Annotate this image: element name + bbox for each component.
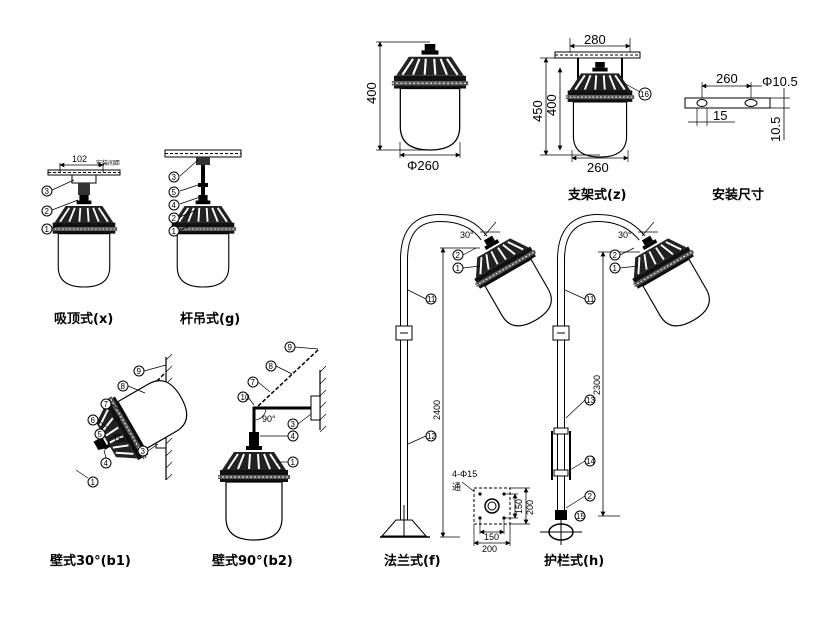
svg-text:2: 2 (456, 251, 461, 260)
view-mounting-dimensions: 260 Φ10.5 15 10.5 (684, 71, 798, 142)
svg-text:7: 7 (251, 378, 256, 387)
svg-text:13: 13 (586, 396, 595, 405)
b2-angle-dim: 90° (262, 414, 276, 424)
svg-text:2: 2 (613, 251, 618, 260)
z-height-400: 400 (544, 94, 559, 116)
view-wall-90: 90° 9 8 7 10 3 4 1 (217, 341, 327, 541)
svg-text:16: 16 (640, 90, 649, 99)
svg-text:1: 1 (613, 264, 618, 273)
svg-text:1: 1 (45, 225, 50, 234)
caption-h: 护栏式(h) (544, 553, 604, 569)
svg-text:1: 1 (291, 458, 296, 467)
x-balloons: 3 2 1 (41, 185, 53, 235)
view-guardrail-pole: 30° 2300 2 1 11 13 14 2 15 (540, 213, 725, 545)
caption-z: 支架式(z) (567, 187, 626, 203)
mount-span-dim: 260 (716, 71, 738, 86)
svg-text:6: 6 (91, 416, 96, 425)
svg-text:7: 7 (104, 400, 109, 409)
base-outer-v: 200 (525, 500, 535, 515)
h-angle-dim: 30° (618, 230, 632, 240)
svg-text:3: 3 (291, 420, 296, 429)
h-balloons: 2 1 11 13 14 2 15 (564, 247, 639, 522)
caption-g: 杆吊式(g) (180, 311, 240, 327)
base-outer-h: 200 (482, 544, 497, 554)
g-balloons: 3 5 4 2 1 (168, 171, 180, 237)
mount-right-dim: 10.5 (768, 117, 783, 142)
view-bracket-mount: 280 16 450 400 260 (530, 32, 652, 175)
caption-b2: 壁式90°(b2) (212, 553, 293, 569)
svg-text:2: 2 (172, 214, 177, 223)
svg-text:9: 9 (137, 367, 142, 376)
svg-text:3: 3 (172, 173, 177, 182)
svg-text:2: 2 (45, 207, 50, 216)
b1-angle-dim: 150° (113, 434, 132, 444)
view-wall-30: 150° 9 8 7 6 5 4 3 1 (75, 353, 200, 488)
b2-balloons: 9 8 7 10 3 4 1 (237, 341, 319, 468)
svg-text:4: 4 (172, 201, 177, 210)
view-base-plate: 4-Φ15 通 150 200 150 200 (452, 469, 535, 554)
caption-f: 法兰式(f) (384, 553, 441, 569)
svg-text:8: 8 (121, 382, 126, 391)
svg-text:3: 3 (45, 187, 50, 196)
front-diameter-dim: Φ260 (407, 158, 439, 173)
h-height-dim: 2300 (592, 375, 602, 395)
z-height-450: 450 (530, 100, 545, 122)
z-balloons: 16 (638, 87, 652, 101)
svg-text:5: 5 (172, 188, 177, 197)
view-rod-suspension: 3 5 4 2 1 (164, 149, 242, 288)
mount-hole-dim: Φ10.5 (762, 74, 798, 89)
b1-balloons: 9 8 7 6 5 4 3 1 (75, 364, 167, 488)
svg-text:11: 11 (586, 295, 595, 304)
view-flange-pole: 30° 2400 2 1 11 12 (380, 213, 567, 538)
mount-left-dim: 15 (713, 108, 727, 123)
view-ceiling-mount: 102 安装间距 3 2 1 (41, 154, 121, 288)
svg-text:1: 1 (456, 264, 461, 273)
f-balloons: 2 1 11 12 (407, 247, 481, 445)
svg-text:4: 4 (104, 459, 109, 468)
front-height-dim: 400 (364, 82, 379, 104)
caption-x: 吸顶式(x) (54, 311, 113, 327)
svg-text:12: 12 (427, 432, 436, 441)
base-holes-note: 通 (452, 482, 461, 492)
svg-text:3: 3 (141, 447, 146, 456)
x-spacing-note: 安装间距 (96, 159, 120, 167)
f-height-dim: 2400 (432, 400, 442, 420)
svg-text:1: 1 (172, 227, 177, 236)
svg-text:5: 5 (98, 430, 103, 439)
svg-text:4: 4 (291, 432, 296, 441)
caption-mount: 安装尺寸 (712, 187, 764, 203)
base-inner-v: 150 (514, 499, 524, 514)
view-front-dimensioned: 400 Φ260 (364, 41, 470, 173)
svg-text:10: 10 (241, 393, 250, 402)
svg-text:1: 1 (91, 478, 96, 487)
z-top-dim: 280 (584, 32, 606, 47)
svg-text:9: 9 (288, 343, 293, 352)
svg-text:11: 11 (427, 295, 436, 304)
svg-text:2: 2 (588, 492, 593, 501)
svg-text:8: 8 (269, 362, 274, 371)
svg-text:15: 15 (576, 512, 585, 521)
x-width-dim: 102 (72, 154, 87, 164)
base-inner-h: 150 (484, 532, 499, 542)
f-angle-dim: 30° (460, 230, 474, 240)
base-holes-label: 4-Φ15 (452, 469, 477, 479)
z-bottom-dim: 260 (587, 160, 609, 175)
caption-b1: 壁式30°(b1) (50, 553, 131, 569)
svg-text:14: 14 (586, 457, 595, 466)
